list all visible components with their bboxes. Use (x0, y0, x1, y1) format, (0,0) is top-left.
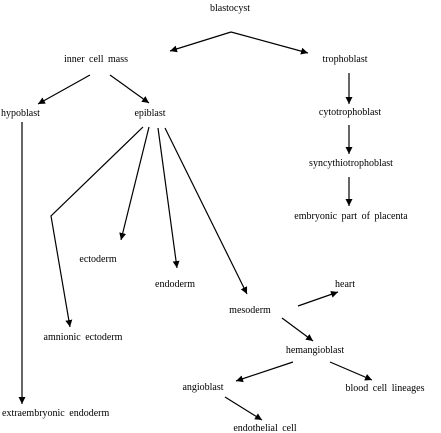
node-blood-cell-lineages: blood cell lineages (346, 383, 425, 394)
node-syncythiotrophoblast: syncythiotrophoblast (309, 158, 393, 169)
node-hemangioblast: hemangioblast (286, 345, 345, 356)
arrow-mesoderm-to-hemangioblast (281, 317, 314, 342)
node-amnionic-ectoderm: amnionic ectoderm (44, 332, 123, 343)
arrow-blastocyst-to-trophoblast (230, 31, 309, 55)
node-layer: blastocyst inner cell mass trophoblast h… (1, 3, 425, 433)
arrow-inner-cell-mass-to-hypoblast (37, 74, 91, 105)
node-ectoderm: ectoderm (79, 254, 116, 265)
node-cytotrophoblast: cytotrophoblast (319, 107, 381, 118)
node-endoderm: endoderm (155, 279, 195, 290)
arrow-hemangioblast-to-angioblast (235, 361, 294, 383)
arrow-mesoderm-to-heart (297, 291, 339, 307)
arrow-angioblast-to-endothelial-cell (224, 396, 263, 421)
node-embryonic-part-of-placenta: embryonic part of placenta (294, 211, 408, 222)
arrow-inner-cell-mass-to-epiblast (109, 74, 150, 104)
node-blastocyst: blastocyst (210, 3, 250, 14)
arrow-epiblast-to-mesoderm (164, 127, 248, 295)
node-extraembryonic-endoderm: extraembryonic endoderm (2, 408, 109, 419)
node-hypoblast: hypoblast (1, 108, 40, 119)
arrow-epiblast-to-ectoderm (119, 126, 150, 241)
arrow-hemangioblast-to-blood-cell-lineages (329, 361, 373, 381)
node-angioblast: angioblast (182, 382, 223, 393)
arrow-blastocyst-to-inner-cell-mass (169, 31, 232, 53)
edge-layer (18, 31, 373, 421)
arrow-epiblast-to-endoderm (157, 127, 180, 269)
node-epiblast: epiblast (134, 108, 165, 119)
node-heart: heart (335, 279, 355, 290)
node-mesoderm: mesoderm (229, 305, 271, 316)
node-endothelial-cell: endothelial cell (233, 423, 297, 433)
arrow-epiblast-to-amnionic-ectoderm (50, 126, 144, 328)
node-trophoblast: trophoblast (323, 54, 368, 65)
node-inner-cell-mass: inner cell mass (64, 54, 128, 65)
